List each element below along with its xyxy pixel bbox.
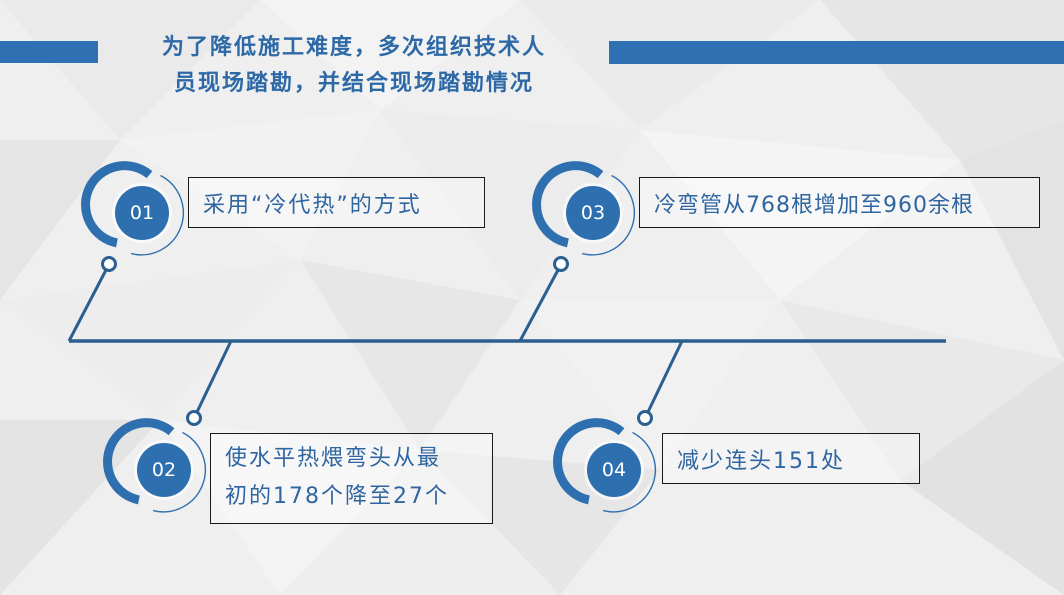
step-number-01: 01 <box>129 202 155 224</box>
node-02 <box>186 410 202 426</box>
step-box-01: 采用“冷代热”的方式 <box>188 177 485 228</box>
branch-04 <box>646 340 684 413</box>
step-text-02-line2: 初的178个降至27个 <box>225 484 449 509</box>
step-text-03: 冷弯管从768根增加至960余根 <box>654 192 974 218</box>
step-text-04: 减少连头151处 <box>677 448 845 474</box>
header-bar-left <box>0 41 98 63</box>
branch-03 <box>518 269 560 342</box>
step-box-03: 冷弯管从768根增加至960余根 <box>639 177 1040 228</box>
title-line-1: 为了降低施工难度，多次组织技术人 <box>161 35 546 60</box>
node-04 <box>637 410 653 426</box>
step-box-02: 使水平热煨弯头从最 初的178个降至27个 <box>210 433 493 524</box>
step-number-04: 04 <box>601 459 627 481</box>
step-text-02-line1: 使水平热煨弯头从最 <box>225 446 442 471</box>
node-01 <box>101 256 117 272</box>
step-number-02: 02 <box>151 459 177 481</box>
node-03 <box>553 256 569 272</box>
step-number-03: 03 <box>580 202 606 224</box>
branch-01 <box>67 269 108 342</box>
page-title: 为了降低施工难度，多次组织技术人 员现场踏勘，并结合现场踏勘情况 <box>100 30 608 102</box>
title-line-2: 员现场踏勘，并结合现场踏勘情况 <box>173 71 534 96</box>
step-text-01: 采用“冷代热”的方式 <box>203 192 422 218</box>
step-box-04: 减少连头151处 <box>662 433 920 484</box>
branch-02 <box>195 340 233 413</box>
header-bar-right <box>609 41 1064 64</box>
